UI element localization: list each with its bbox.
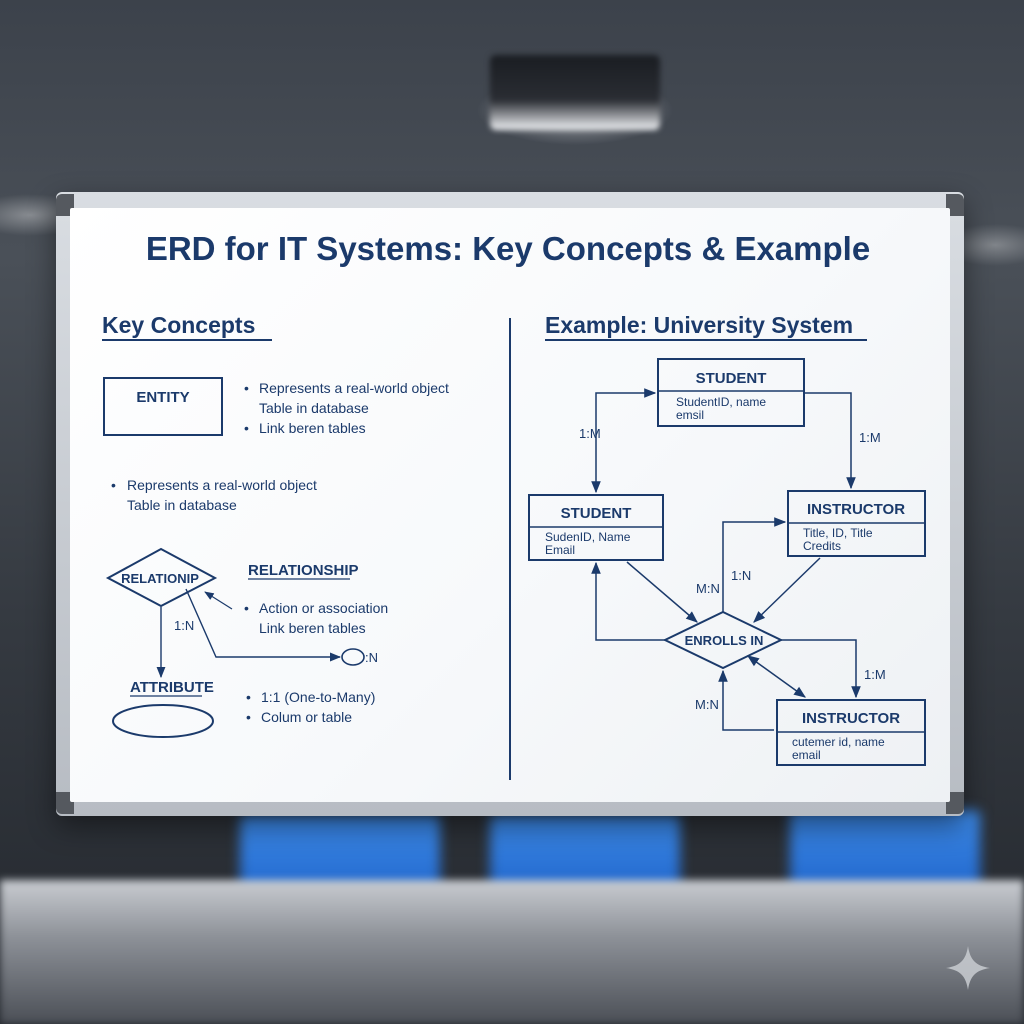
- attribute-ellipse: [112, 704, 214, 738]
- entity-box: [103, 377, 223, 436]
- entity-student-top-attr1: StudentID, name: [676, 395, 766, 409]
- label-bottom-1m: 1:M: [864, 667, 886, 682]
- connector-instructor-bottom-to-enrolls: [718, 669, 774, 731]
- entity-student-left-attr2: Email: [545, 543, 575, 557]
- entity-student-top-title: STUDENT: [696, 370, 767, 387]
- small-attribute-circle: [341, 648, 365, 666]
- relationship-diamond: [105, 547, 218, 608]
- extra-bullet-line1: Represents a real-world object: [127, 477, 317, 493]
- example-heading: Example: University System: [545, 312, 853, 338]
- extra-bullet-line2: Table in database: [127, 497, 237, 513]
- entity-bullet-3: Link beren tables: [259, 420, 366, 436]
- entity-instructor-top-title: INSTRUCTOR: [807, 501, 905, 518]
- connector-enrolls-to-instructor-bottom-right: [781, 639, 861, 699]
- relationship-pointer-arrow: [204, 591, 233, 610]
- sparkle-icon: [946, 946, 990, 990]
- attribute-heading: ATTRIBUTE: [130, 679, 214, 696]
- label-one-n: 1:N: [731, 568, 751, 583]
- relationship-heading: RELATIONSHIP: [248, 562, 359, 579]
- entity-student-left-attr1: SudenID, Name: [545, 530, 631, 544]
- relationship-diamond-label: RELATIONIP: [121, 571, 199, 586]
- frame-corner: [56, 792, 74, 814]
- connector-enrolls-to-instructor-top: [722, 517, 787, 612]
- entity-bullet-2: Table in database: [259, 400, 369, 416]
- entity-box-label: ENTITY: [136, 389, 189, 406]
- frame-corner: [946, 792, 964, 814]
- entity-student-top-attr2: emsil: [676, 408, 704, 422]
- entity-instructor-top-attr2: Credits: [803, 539, 841, 553]
- entity-instructor-bottom-attr2: email: [792, 748, 821, 762]
- label-left-1m: 1:M: [579, 426, 601, 441]
- cardinality-1n: 1:N: [174, 618, 194, 633]
- frame-corner: [56, 194, 74, 216]
- connector-enrolls-to-instructor-bottom: [747, 655, 806, 698]
- attribute-bullet-1: 1:1 (One-to-Many): [261, 689, 375, 705]
- entity-instructor-top-attr1: Title, ID, Title: [803, 526, 873, 540]
- relationship-to-circle-arrow: [185, 588, 342, 662]
- connector-enrolls-to-student-left: [591, 561, 665, 641]
- board-title: ERD for IT Systems: Key Concepts & Examp…: [146, 230, 870, 267]
- attribute-bullet-2: Colum or table: [261, 709, 352, 725]
- connector-student-top-to-instructor-top: [804, 392, 856, 490]
- attribute-bullet-dot: •: [246, 689, 251, 705]
- entity-bullet-dot: •: [244, 380, 249, 396]
- label-right-1m: 1:M: [859, 430, 881, 445]
- relationship-bullet-dot: •: [244, 600, 249, 616]
- key-concepts-heading: Key Concepts: [102, 312, 255, 338]
- attribute-bullet-dot: •: [246, 709, 251, 725]
- connector-student-top-to-student-left: [591, 388, 657, 494]
- background-desk: [0, 880, 1024, 1024]
- connector-student-left-to-enrolls: [626, 561, 698, 623]
- relationship-bullet-line2: Link beren tables: [259, 620, 366, 636]
- relationship-bullet-line1: Action or association: [259, 600, 388, 616]
- entity-bullet-1: Represents a real-world object: [259, 380, 449, 396]
- frame-corner: [946, 194, 964, 216]
- relationship-enrolls-in-label: ENROLLS IN: [685, 633, 764, 648]
- entity-instructor-bottom-title: INSTRUCTOR: [802, 710, 900, 727]
- entity-instructor-bottom-attr1: cutemer id, name: [792, 735, 885, 749]
- ceiling-lamp: [490, 55, 660, 130]
- entity-student-left-title: STUDENT: [561, 505, 632, 522]
- entity-bullet-dot: •: [244, 420, 249, 436]
- connector-instructor-top-to-enrolls: [753, 557, 821, 623]
- label-mn-lower: M:N: [695, 697, 719, 712]
- cardinality-n: :N: [365, 650, 378, 665]
- label-mn-upper: M:N: [696, 581, 720, 596]
- relationship-enrolls-in: [662, 610, 784, 670]
- extra-bullet-dot: •: [111, 477, 116, 493]
